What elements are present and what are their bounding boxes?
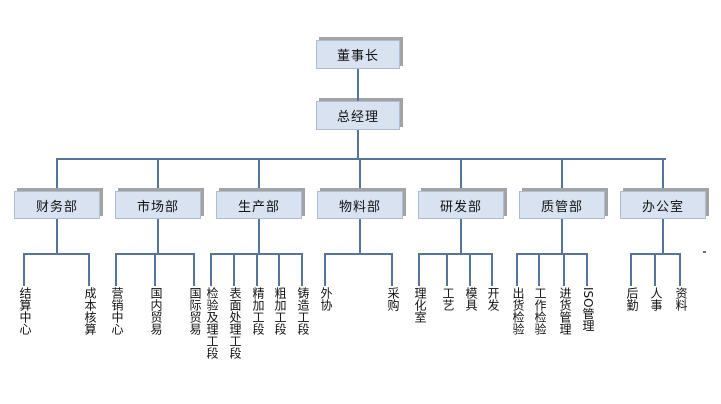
- connector-rnd-child-drop: [491, 253, 493, 286]
- leaf-logistics: 后勤: [625, 287, 639, 311]
- connector-finance-child-drop: [88, 253, 90, 286]
- connector-quality-child-drop: [563, 253, 565, 286]
- node-dept-production: 生产部: [216, 191, 302, 219]
- connector-office-child-drop: [630, 253, 632, 286]
- connector-market-child-drop: [115, 253, 117, 286]
- leaf-iso-management: ISO管理: [581, 287, 595, 332]
- stray-mark: [703, 251, 706, 253]
- leaf-outgoing-inspection: 出货检验: [511, 287, 525, 335]
- leaf-cost-accounting: 成本核算: [83, 287, 97, 335]
- connector-production-child-drop: [278, 253, 280, 286]
- connector-market-stem: [157, 219, 159, 253]
- leaf-records: 资料: [674, 287, 688, 311]
- connector-quality-bus: [516, 253, 588, 255]
- leaf-finishing-section: 精加工段: [251, 287, 265, 335]
- connector-office-child-drop: [679, 253, 681, 286]
- leaf-physchem-lab: 理化室: [413, 287, 427, 323]
- node-general-manager: 总经理: [316, 101, 400, 130]
- connector-market-child-drop: [193, 253, 195, 286]
- connector-office-stem: [662, 219, 664, 253]
- node-dept-finance: 财务部: [14, 191, 100, 219]
- connector-drop-market: [157, 158, 159, 191]
- connector-rnd-child-drop: [446, 253, 448, 286]
- leaf-domestic-trade: 国内贸易: [149, 287, 163, 335]
- connector-rnd-stem: [460, 219, 462, 253]
- node-dept-material: 物料部: [317, 191, 403, 219]
- connector-material-child-drop: [324, 253, 326, 286]
- connector-production-child-drop: [233, 253, 235, 286]
- connector-drop-finance: [56, 158, 58, 191]
- connector-production-stem: [258, 219, 260, 253]
- leaf-process: 工艺: [441, 287, 455, 311]
- node-dept-market: 市场部: [115, 191, 201, 219]
- leaf-mold: 模具: [464, 287, 478, 311]
- connector-rnd-bus: [418, 253, 493, 255]
- connector-material-stem: [359, 219, 361, 253]
- connector-production-child-drop: [210, 253, 212, 286]
- connector-quality-child-drop: [516, 253, 518, 286]
- connector-gm-bus: [357, 130, 359, 158]
- connector-drop-production: [258, 158, 260, 191]
- leaf-purchasing: 采购: [386, 287, 400, 311]
- leaf-incoming-management: 进货管理: [558, 287, 572, 335]
- connector-material-child-drop: [391, 253, 393, 286]
- connector-drop-rnd: [460, 158, 462, 191]
- connector-main-bus: [56, 158, 666, 160]
- connector-market-child-drop: [154, 253, 156, 286]
- leaf-rough-machining-section: 粗加工段: [273, 287, 287, 335]
- node-dept-rnd: 研发部: [418, 191, 504, 219]
- leaf-surface-treatment-section: 表面处理工段: [228, 287, 242, 359]
- connector-production-child-drop: [256, 253, 258, 286]
- connector-chairman-gm: [357, 69, 359, 101]
- leaf-international-trade: 国际贸易: [188, 287, 202, 335]
- connector-production-child-drop: [301, 253, 303, 286]
- leaf-development: 开发: [486, 287, 500, 311]
- leaf-inspection-section: 检验及理工段: [205, 287, 219, 359]
- connector-quality-child-drop: [586, 253, 588, 286]
- leaf-outsourcing: 外协: [319, 287, 333, 311]
- connector-drop-office: [662, 158, 664, 191]
- node-dept-office: 办公室: [620, 191, 706, 219]
- connector-drop-quality: [561, 158, 563, 191]
- node-chairman: 董事长: [316, 40, 400, 69]
- leaf-work-inspection: 工作检验: [533, 287, 547, 335]
- connector-quality-child-drop: [538, 253, 540, 286]
- connector-rnd-child-drop: [469, 253, 471, 286]
- connector-rnd-child-drop: [418, 253, 420, 286]
- connector-quality-stem: [561, 219, 563, 253]
- connector-drop-material: [359, 158, 361, 191]
- connector-finance-bus: [23, 253, 90, 255]
- connector-material-bus: [324, 253, 393, 255]
- node-dept-quality: 质管部: [519, 191, 605, 219]
- connector-office-child-drop: [654, 253, 656, 286]
- leaf-hr: 人事: [649, 287, 663, 311]
- connector-finance-child-drop: [23, 253, 25, 286]
- connector-finance-stem: [56, 219, 58, 253]
- leaf-marketing-center: 营销中心: [110, 287, 124, 335]
- leaf-casting-section: 铸造工段: [296, 287, 310, 335]
- leaf-settlement-center: 结算中心: [18, 287, 32, 335]
